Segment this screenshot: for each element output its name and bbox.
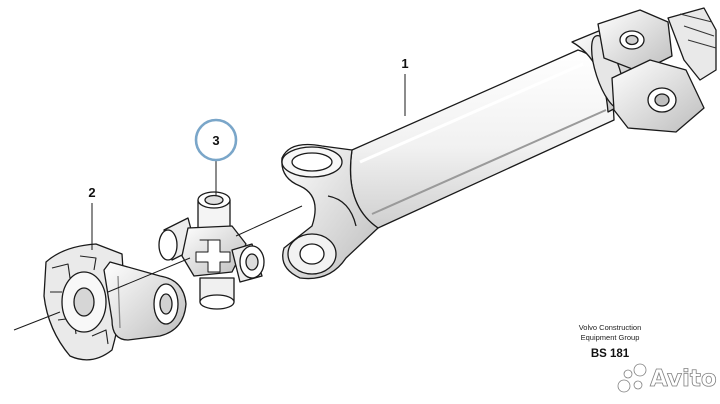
right-flange bbox=[667, 7, 717, 81]
shaft-tube-highlight bbox=[359, 62, 584, 164]
callout-3-highlight-ring bbox=[194, 118, 238, 162]
cross-cup-right-inner bbox=[245, 253, 259, 271]
cross-center-mark bbox=[195, 239, 231, 273]
watermark-text: Avito bbox=[650, 366, 717, 392]
cross-cup-top-inner bbox=[204, 194, 224, 206]
shaft-tube-shadow bbox=[371, 109, 607, 215]
credit-line-2: Equipment Group bbox=[581, 333, 640, 342]
avito-dots-icon bbox=[617, 363, 647, 393]
shaft-yoke-ear-top-bore bbox=[291, 152, 333, 172]
leader-lines bbox=[91, 74, 406, 250]
figure-code: BS 181 bbox=[591, 348, 630, 360]
flange-yoke-edge bbox=[117, 275, 121, 329]
callout-1: 1 bbox=[401, 56, 408, 71]
credit-block: Volvo Construction Equipment Group BS 18… bbox=[579, 323, 642, 360]
credit-line-1: Volvo Construction bbox=[579, 323, 642, 332]
cross-cup-bottom-face bbox=[199, 294, 235, 310]
flange-yoke-bore-inner bbox=[159, 293, 173, 315]
shaft-yoke-web bbox=[327, 195, 357, 227]
shaft-tube bbox=[349, 49, 615, 229]
callout-3: 3 bbox=[212, 133, 219, 148]
right-yoke-bore-upper-inner bbox=[625, 34, 639, 46]
watermark: Avito bbox=[617, 363, 717, 393]
right-flange-teeth bbox=[679, 13, 717, 49]
universal-joint-cross bbox=[158, 191, 265, 310]
cross-cup-left-face bbox=[158, 229, 178, 261]
right-yoke-bore-lower-inner bbox=[654, 93, 670, 107]
assembly-axis-line bbox=[13, 205, 303, 331]
flange-bore bbox=[73, 287, 95, 317]
shaft-yoke-ear-bottom-bore bbox=[299, 243, 325, 265]
drive-shaft bbox=[281, 7, 717, 280]
flange-yoke bbox=[43, 243, 187, 361]
callout-2: 2 bbox=[88, 185, 95, 200]
